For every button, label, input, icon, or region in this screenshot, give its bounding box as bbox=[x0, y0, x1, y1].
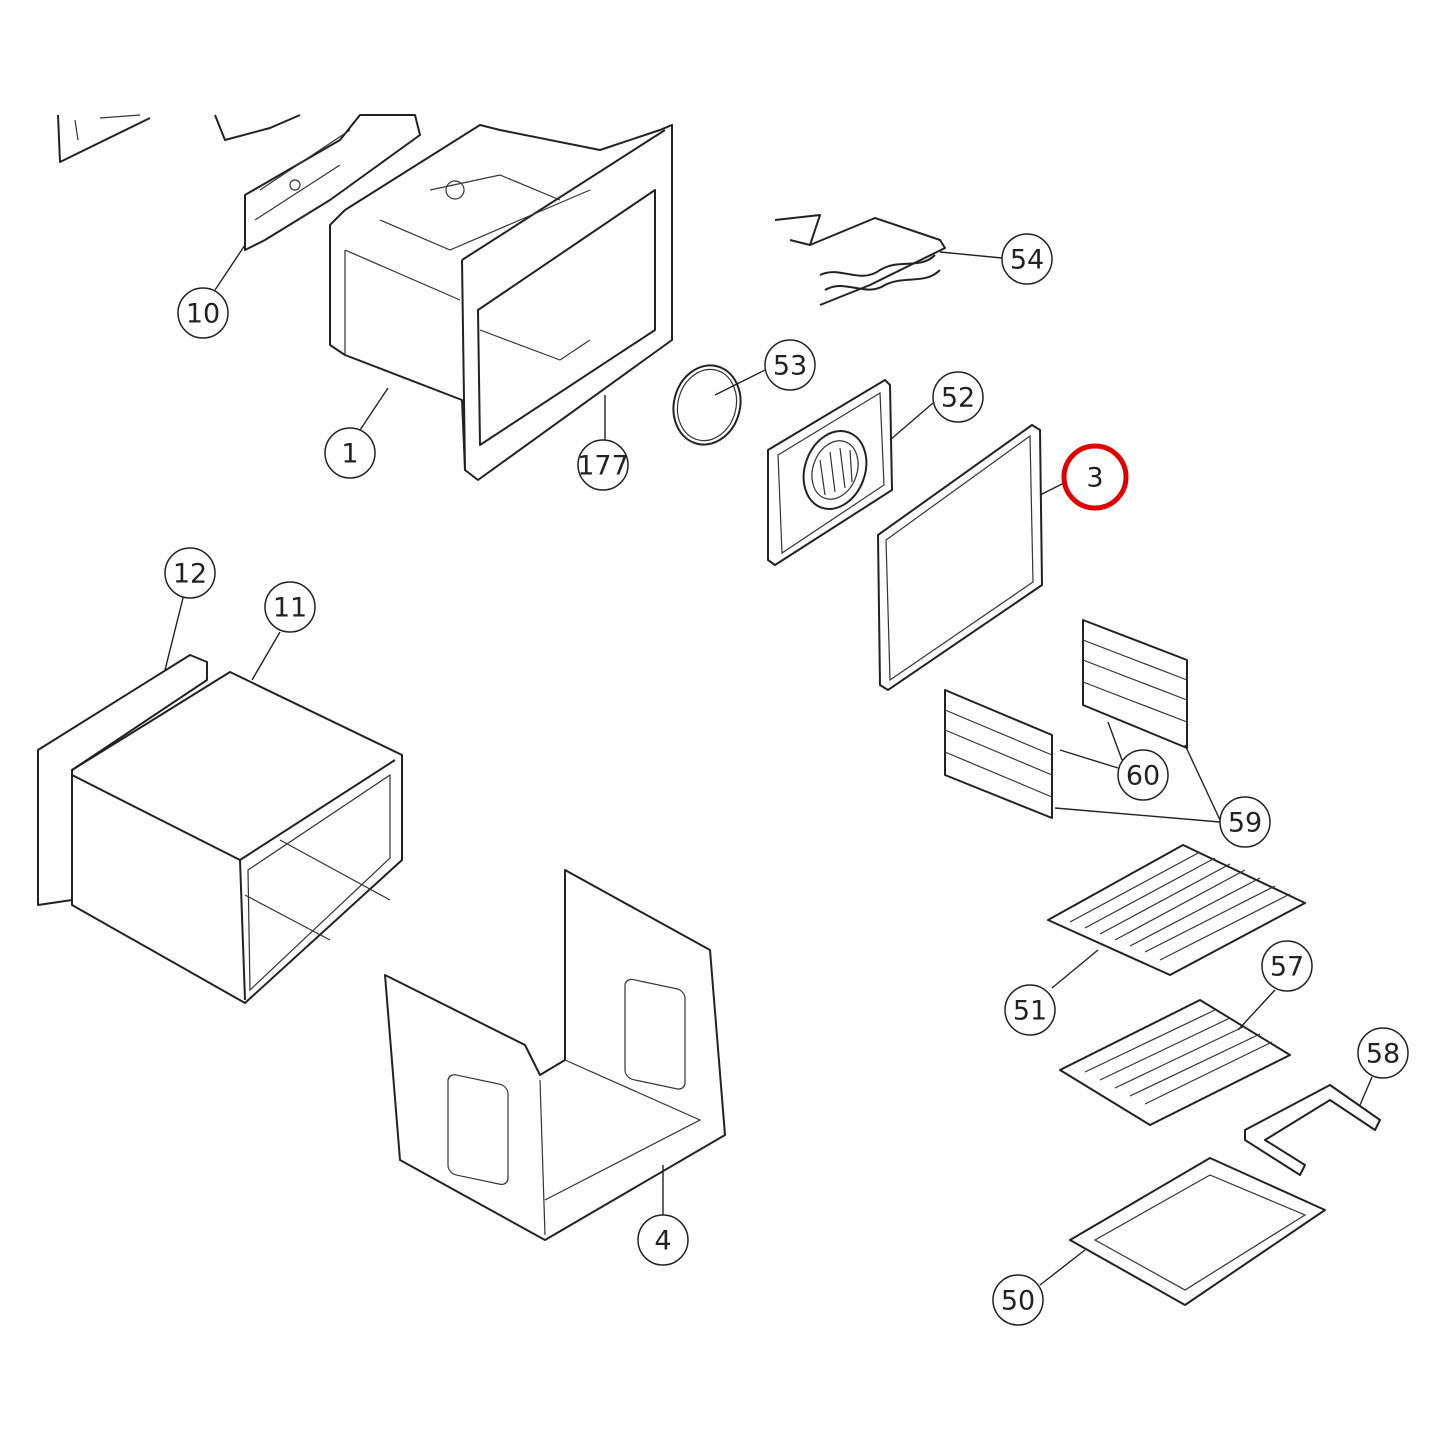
callout-label: 1 bbox=[341, 439, 358, 470]
callout-177[interactable]: 177 bbox=[577, 439, 629, 491]
callout-label: 51 bbox=[1013, 996, 1047, 1027]
callout-label: 10 bbox=[186, 299, 220, 330]
callout-label: 58 bbox=[1366, 1039, 1400, 1070]
callout-label: 60 bbox=[1126, 761, 1160, 792]
callout-label: 177 bbox=[577, 451, 629, 482]
callout-label: 3 bbox=[1086, 463, 1103, 494]
callout-51[interactable]: 51 bbox=[1004, 984, 1056, 1036]
callout-label: 54 bbox=[1010, 245, 1044, 276]
callout-59[interactable]: 59 bbox=[1219, 796, 1271, 848]
callout-label: 59 bbox=[1228, 808, 1262, 839]
part-11-insulation-wrap bbox=[71, 671, 403, 1004]
part-50-baking-tray bbox=[1069, 1157, 1326, 1306]
callout-label: 57 bbox=[1270, 952, 1304, 983]
control-panel-fragment bbox=[57, 114, 151, 163]
callout-53[interactable]: 53 bbox=[764, 339, 816, 391]
callout-label: 53 bbox=[773, 351, 807, 382]
part-59-shelf-supports bbox=[944, 619, 1188, 819]
callout-58[interactable]: 58 bbox=[1357, 1027, 1409, 1079]
leader-lines bbox=[164, 244, 1373, 1286]
callout-52[interactable]: 52 bbox=[932, 371, 984, 423]
part-4-outer-casing bbox=[384, 869, 726, 1241]
callout-54[interactable]: 54 bbox=[1001, 233, 1053, 285]
callout-label: 4 bbox=[654, 1226, 671, 1257]
callout-label: 11 bbox=[273, 593, 307, 624]
part-10-hinge-bracket bbox=[214, 114, 421, 251]
callout-12[interactable]: 12 bbox=[164, 547, 216, 599]
callout-10[interactable]: 10 bbox=[177, 287, 229, 339]
callout-57[interactable]: 57 bbox=[1261, 940, 1313, 992]
callout-label: 12 bbox=[173, 559, 207, 590]
part-1-oven-cavity bbox=[329, 124, 673, 481]
part-3-frame-gasket[interactable] bbox=[877, 424, 1043, 691]
part-58-tray-handle bbox=[1244, 1084, 1381, 1176]
callout-label: 52 bbox=[941, 383, 975, 414]
callout-11[interactable]: 11 bbox=[264, 581, 316, 633]
part-12-insulation-panel bbox=[37, 654, 208, 906]
callout-3-highlighted[interactable]: 3 bbox=[1061, 443, 1129, 511]
part-53-circular-element bbox=[672, 364, 742, 446]
callout-60[interactable]: 60 bbox=[1117, 749, 1169, 801]
callout-50[interactable]: 50 bbox=[992, 1274, 1044, 1326]
part-54-grill-element bbox=[774, 214, 946, 306]
part-51-wire-shelf bbox=[1047, 844, 1306, 976]
callout-4[interactable]: 4 bbox=[637, 1214, 689, 1266]
part-57-grill-rack bbox=[1059, 999, 1291, 1126]
callout-label: 50 bbox=[1001, 1286, 1035, 1317]
callout-1[interactable]: 1 bbox=[324, 427, 376, 479]
part-52-fan-cover bbox=[767, 379, 893, 566]
